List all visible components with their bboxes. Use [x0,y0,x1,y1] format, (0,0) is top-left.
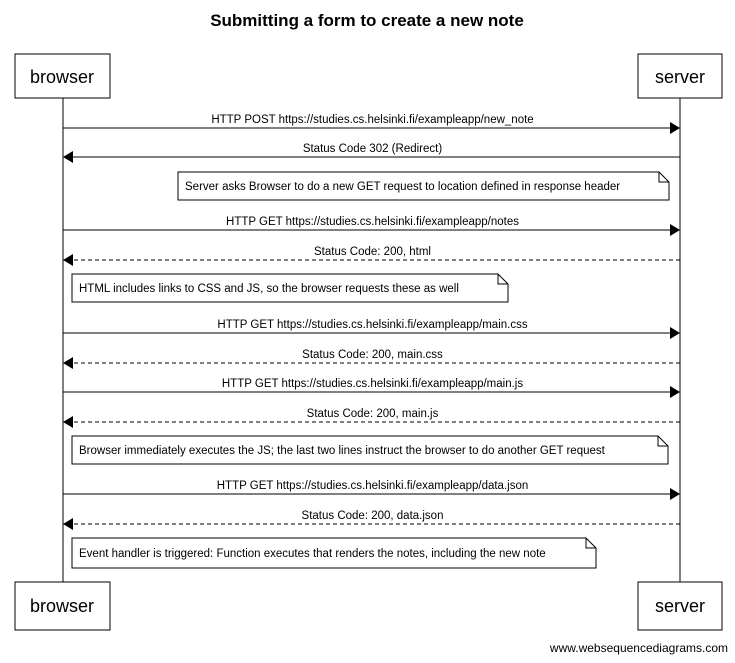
footer-credit: www.websequencediagrams.com [549,641,728,655]
message-label: Status Code: 200, main.css [302,349,443,361]
message-10: Status Code: 200, data.json [63,510,680,530]
notes-group: Server asks Browser to do a new GET requ… [71,171,670,569]
note-4: Event handler is triggered: Function exe… [71,537,597,569]
browser-actor-top: browser [14,53,111,99]
note-3: Browser immediately executes the JS; the… [71,435,669,465]
note-text: Browser immediately executes the JS; the… [79,445,606,457]
message-5: HTTP GET https://studies.cs.helsinki.fi/… [63,319,680,339]
note-box [71,273,509,303]
note-text: HTML includes links to CSS and JS, so th… [79,283,459,295]
message-label: Status Code 302 (Redirect) [303,143,443,155]
note-box [71,537,597,569]
note-fold [657,436,668,447]
note-box [177,171,670,201]
note-fold [497,274,508,285]
message-label: HTTP GET https://studies.cs.helsinki.fi/… [217,319,527,331]
browser-actor-bottom-label: browser [30,596,94,616]
message-label: HTTP GET https://studies.cs.helsinki.fi/… [217,480,529,492]
message-4: Status Code: 200, html [63,246,680,266]
message-6: Status Code: 200, main.css [63,349,680,369]
note-text: Event handler is triggered: Function exe… [79,548,546,560]
note-2: HTML includes links to CSS and JS, so th… [71,273,509,303]
browser-actor-bottom: browser [14,581,111,631]
server-actor-top-label: server [655,67,705,87]
messages-group: HTTP POST https://studies.cs.helsinki.fi… [63,114,680,530]
note-fold [658,172,669,183]
note-fold [585,538,596,549]
browser-actor-top-label: browser [30,67,94,87]
note-box [71,435,669,465]
message-label: HTTP GET https://studies.cs.helsinki.fi/… [226,216,519,228]
message-8: Status Code: 200, main.js [63,408,680,428]
server-actor-bottom-label: server [655,596,705,616]
note-1: Server asks Browser to do a new GET requ… [177,171,670,201]
message-label: HTTP POST https://studies.cs.helsinki.fi… [211,114,533,126]
server-actor-bottom: server [637,581,723,631]
message-label: Status Code: 200, html [314,246,431,258]
message-9: HTTP GET https://studies.cs.helsinki.fi/… [63,480,680,500]
diagram-title: Submitting a form to create a new note [210,11,524,30]
message-2: Status Code 302 (Redirect) [63,143,680,163]
message-label: HTTP GET https://studies.cs.helsinki.fi/… [222,378,524,390]
message-7: HTTP GET https://studies.cs.helsinki.fi/… [63,378,680,398]
message-label: Status Code: 200, data.json [302,510,444,522]
message-label: Status Code: 200, main.js [307,408,439,420]
server-actor-top: server [637,53,723,99]
message-1: HTTP POST https://studies.cs.helsinki.fi… [63,114,680,134]
message-3: HTTP GET https://studies.cs.helsinki.fi/… [63,216,680,236]
note-text: Server asks Browser to do a new GET requ… [185,181,620,193]
